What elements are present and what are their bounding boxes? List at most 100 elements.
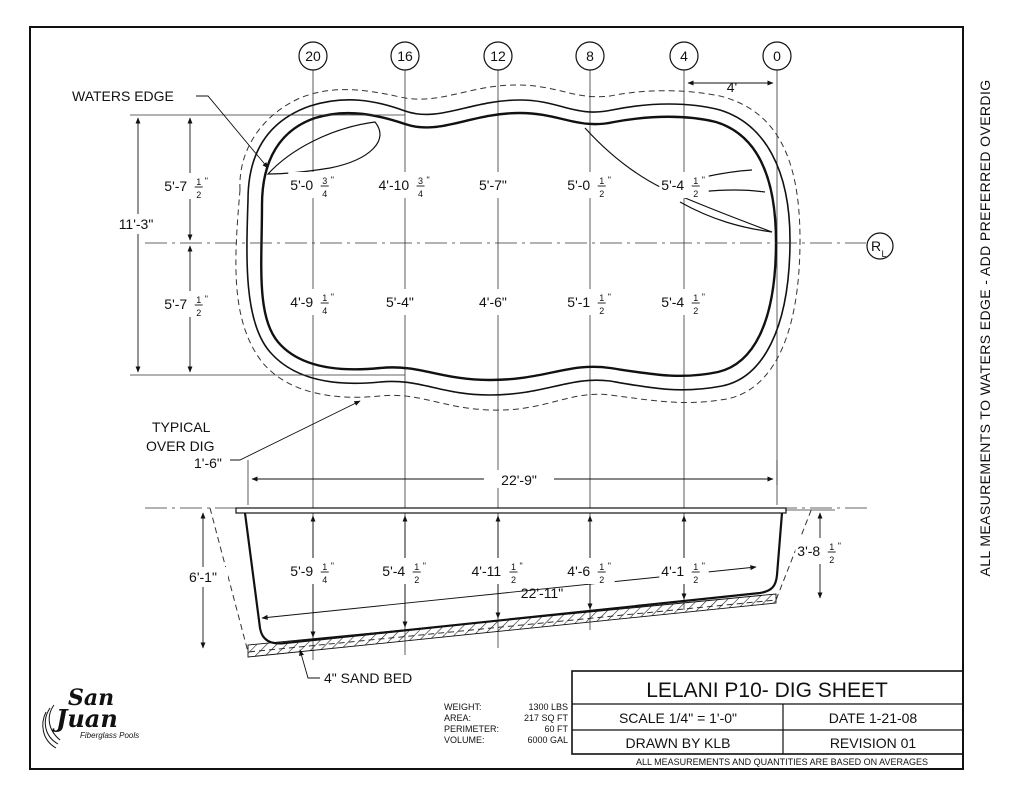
svg-text:4': 4' (727, 79, 737, 95)
svg-text:1: 1 (599, 293, 604, 303)
svg-text:217 SQ FT: 217 SQ FT (524, 713, 569, 723)
bottom-width-label: 5'-4" (384, 289, 426, 315)
svg-text:4'-1: 4'-1 (661, 563, 684, 579)
svg-text:": " (702, 561, 705, 571)
waters-edge-callout: WATERS EDGE (72, 88, 269, 169)
svg-text:1: 1 (693, 562, 698, 572)
station-0-bubble: 0 (762, 41, 792, 71)
svg-text:Fiberglass Pools: Fiberglass Pools (80, 731, 139, 740)
san-juan-logo: San Juan Fiberglass Pools (42, 685, 139, 749)
svg-text:2: 2 (196, 308, 201, 318)
svg-text:5'-0: 5'-0 (290, 177, 313, 193)
bottom-width-label: 4'-6" (477, 289, 519, 315)
svg-text:1: 1 (196, 295, 201, 305)
svg-text:5'-4: 5'-4 (661, 177, 684, 193)
footnote: ALL MEASUREMENTS AND QUANTITIES ARE BASE… (636, 757, 928, 767)
svg-text:3'-8: 3'-8 (797, 543, 820, 559)
sheet-title: LELANI P10- DIG SHEET (646, 679, 888, 702)
svg-text:1: 1 (322, 562, 327, 572)
svg-text:AREA:: AREA: (444, 713, 471, 723)
svg-text:4: 4 (322, 575, 327, 585)
svg-text:": " (205, 294, 208, 304)
svg-text:2: 2 (414, 575, 419, 585)
shallow-depth-label: 3'-8 1 2 " (795, 538, 845, 565)
svg-text:5'-0: 5'-0 (567, 177, 590, 193)
svg-text:2: 2 (693, 189, 698, 199)
svg-text:1: 1 (414, 562, 419, 572)
svg-text:4: 4 (680, 48, 688, 64)
svg-text:4'-6": 4'-6" (479, 294, 507, 310)
svg-text:TYPICAL: TYPICAL (152, 419, 211, 435)
svg-text:": " (331, 292, 334, 302)
svg-text:4" SAND BED: 4" SAND BED (324, 670, 412, 686)
svg-text:WATERS EDGE: WATERS EDGE (72, 88, 174, 104)
centerline-r: R (871, 238, 881, 254)
svg-text:2: 2 (829, 555, 834, 565)
svg-text:4: 4 (322, 189, 327, 199)
svg-text:": " (608, 175, 611, 185)
svg-text:1: 1 (693, 293, 698, 303)
svg-text:4'-9: 4'-9 (290, 294, 313, 310)
svg-text:1: 1 (196, 177, 201, 187)
station-16-bubble: 16 (390, 41, 420, 71)
svg-text:5'-7: 5'-7 (164, 296, 187, 312)
svg-text:": " (205, 176, 208, 186)
svg-text:Juan: Juan (52, 704, 118, 733)
svg-text:4: 4 (322, 306, 327, 316)
svg-text:": " (423, 561, 426, 571)
centerline-l: L (881, 249, 886, 259)
side-note: ALL MEASUREMENTS TO WATERS EDGE - ADD PR… (977, 79, 993, 576)
svg-text:2: 2 (511, 575, 516, 585)
centerline: R L (145, 232, 894, 260)
drawn-by-cell: DRAWN BY KLB (625, 735, 730, 751)
entry-steps-left (266, 121, 381, 175)
svg-text:4'-11: 4'-11 (472, 563, 502, 579)
bottom-width-label: 5'-1 1 2 " (565, 289, 615, 316)
svg-text:WEIGHT:: WEIGHT: (444, 702, 482, 712)
svg-text:2: 2 (599, 189, 604, 199)
svg-text:22'-9": 22'-9" (501, 472, 537, 488)
svg-text:": " (838, 541, 841, 551)
svg-text:4: 4 (418, 189, 423, 199)
svg-text:2: 2 (599, 306, 604, 316)
svg-text:4'-6: 4'-6 (567, 563, 590, 579)
svg-text:4'-10: 4'-10 (379, 177, 410, 193)
svg-text:5'-1: 5'-1 (567, 294, 590, 310)
svg-text:5'-9: 5'-9 (290, 563, 313, 579)
svg-text:": " (331, 175, 334, 185)
pool-specs: WEIGHT: AREA: PERIMETER: VOLUME: 1300 LB… (444, 702, 569, 745)
svg-text:5'-4: 5'-4 (382, 563, 405, 579)
svg-text:": " (608, 292, 611, 302)
top-width-label: 5'-7" (477, 172, 519, 198)
svg-text:San: San (68, 685, 114, 711)
length-dimension: 22'-9" (247, 460, 778, 505)
svg-text:2: 2 (693, 306, 698, 316)
scale-cell: SCALE 1/4" = 1'-0" (619, 710, 737, 726)
svg-text:1'-6": 1'-6" (194, 455, 222, 471)
svg-text:3: 3 (418, 176, 423, 186)
svg-text:": " (702, 292, 705, 302)
pool-outer-shell (246, 99, 791, 396)
svg-text:5'-4": 5'-4" (386, 294, 414, 310)
offset-dimension: 4' (687, 79, 774, 95)
station-4-bubble: 4 (669, 41, 699, 71)
floor-length-label: 22'-11" (521, 585, 563, 601)
svg-text:": " (702, 175, 705, 185)
svg-text:2: 2 (599, 575, 604, 585)
svg-text:12: 12 (490, 48, 506, 64)
svg-text:1: 1 (829, 542, 834, 552)
sand-bed-callout: 4" SAND BED (299, 649, 412, 686)
svg-text:5'-7: 5'-7 (164, 178, 187, 194)
revision-cell: REVISION 01 (830, 735, 917, 751)
station-12-bubble: 12 (483, 41, 513, 71)
svg-text:OVER DIG: OVER DIG (146, 438, 214, 454)
